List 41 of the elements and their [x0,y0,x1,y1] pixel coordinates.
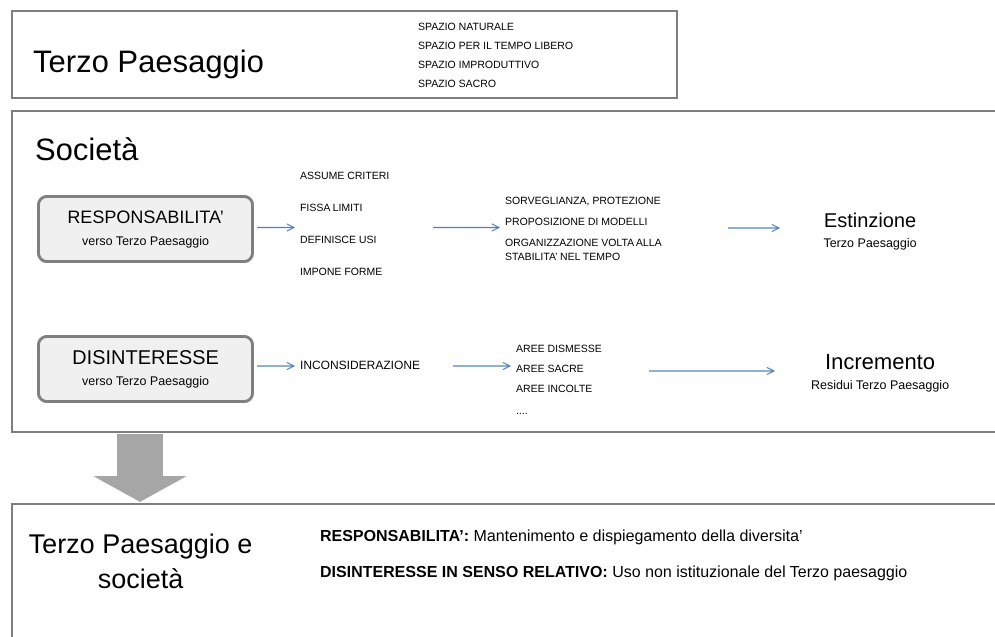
title: Società [35,131,140,169]
box-label: DISINTERESSE [71,346,220,371]
arrow [453,362,511,370]
list-item: AREE SACRE [516,363,585,377]
block-arrow [93,434,187,502]
panel [11,110,995,433]
result-sublabel: Terzo Paesaggio [822,235,918,252]
process-box [37,335,254,403]
list-item: SPAZIO IMPRODUTTIVO [418,59,540,73]
result-sublabel: Residui Terzo Paesaggio [810,377,950,394]
arrow [728,224,780,232]
list-item: IMPONE FORME [300,266,384,280]
step-label: INCONSIDERAZIONE [300,358,422,374]
title: Terzo Paesaggio [33,43,265,81]
box-label: RESPONSABILITA’ [66,206,225,229]
list-item: AREE INCOLTE [516,383,594,397]
list-item: FISSA LIMITI [300,202,364,216]
panel [11,10,678,99]
process-box [37,195,254,263]
result-label: Incremento [824,348,936,376]
arrow [257,223,295,232]
arrow [433,223,500,232]
list-item: SPAZIO NATURALE [418,21,515,35]
panel [11,503,995,637]
list-item: AREE DISMESSE [516,343,603,357]
list-item: PROPOSIZIONE DI MODELLI [505,216,648,230]
statement: DISINTERESSE IN SENSO RELATIVO: Uso non istituzionale del Terzo paesaggio [320,563,908,583]
list-item: SPAZIO SACRO [418,78,497,92]
list-item: .... [516,405,529,419]
box-sublabel: verso Terzo Paesaggio [81,233,210,250]
result-label: Estinzione [822,209,918,234]
list-item: SPAZIO PER IL TEMPO LIBERO [418,40,574,54]
arrow [257,362,295,370]
list-item: ORGANIZZAZIONE VOLTA ALLA STABILITA’ NEL TEMPO [505,237,662,264]
list-item: DEFINISCE USI [300,234,378,248]
list-item: SORVEGLIANZA, PROTEZIONE [505,195,662,209]
list-item: ASSUME CRITERI [300,170,390,184]
box-sublabel: verso Terzo Paesaggio [81,373,210,390]
arrow [649,366,775,376]
statement: RESPONSABILITA’: Mantenimento e dispiegamento della diversita’ [320,527,804,547]
title: Terzo Paesaggio e società [28,528,254,596]
